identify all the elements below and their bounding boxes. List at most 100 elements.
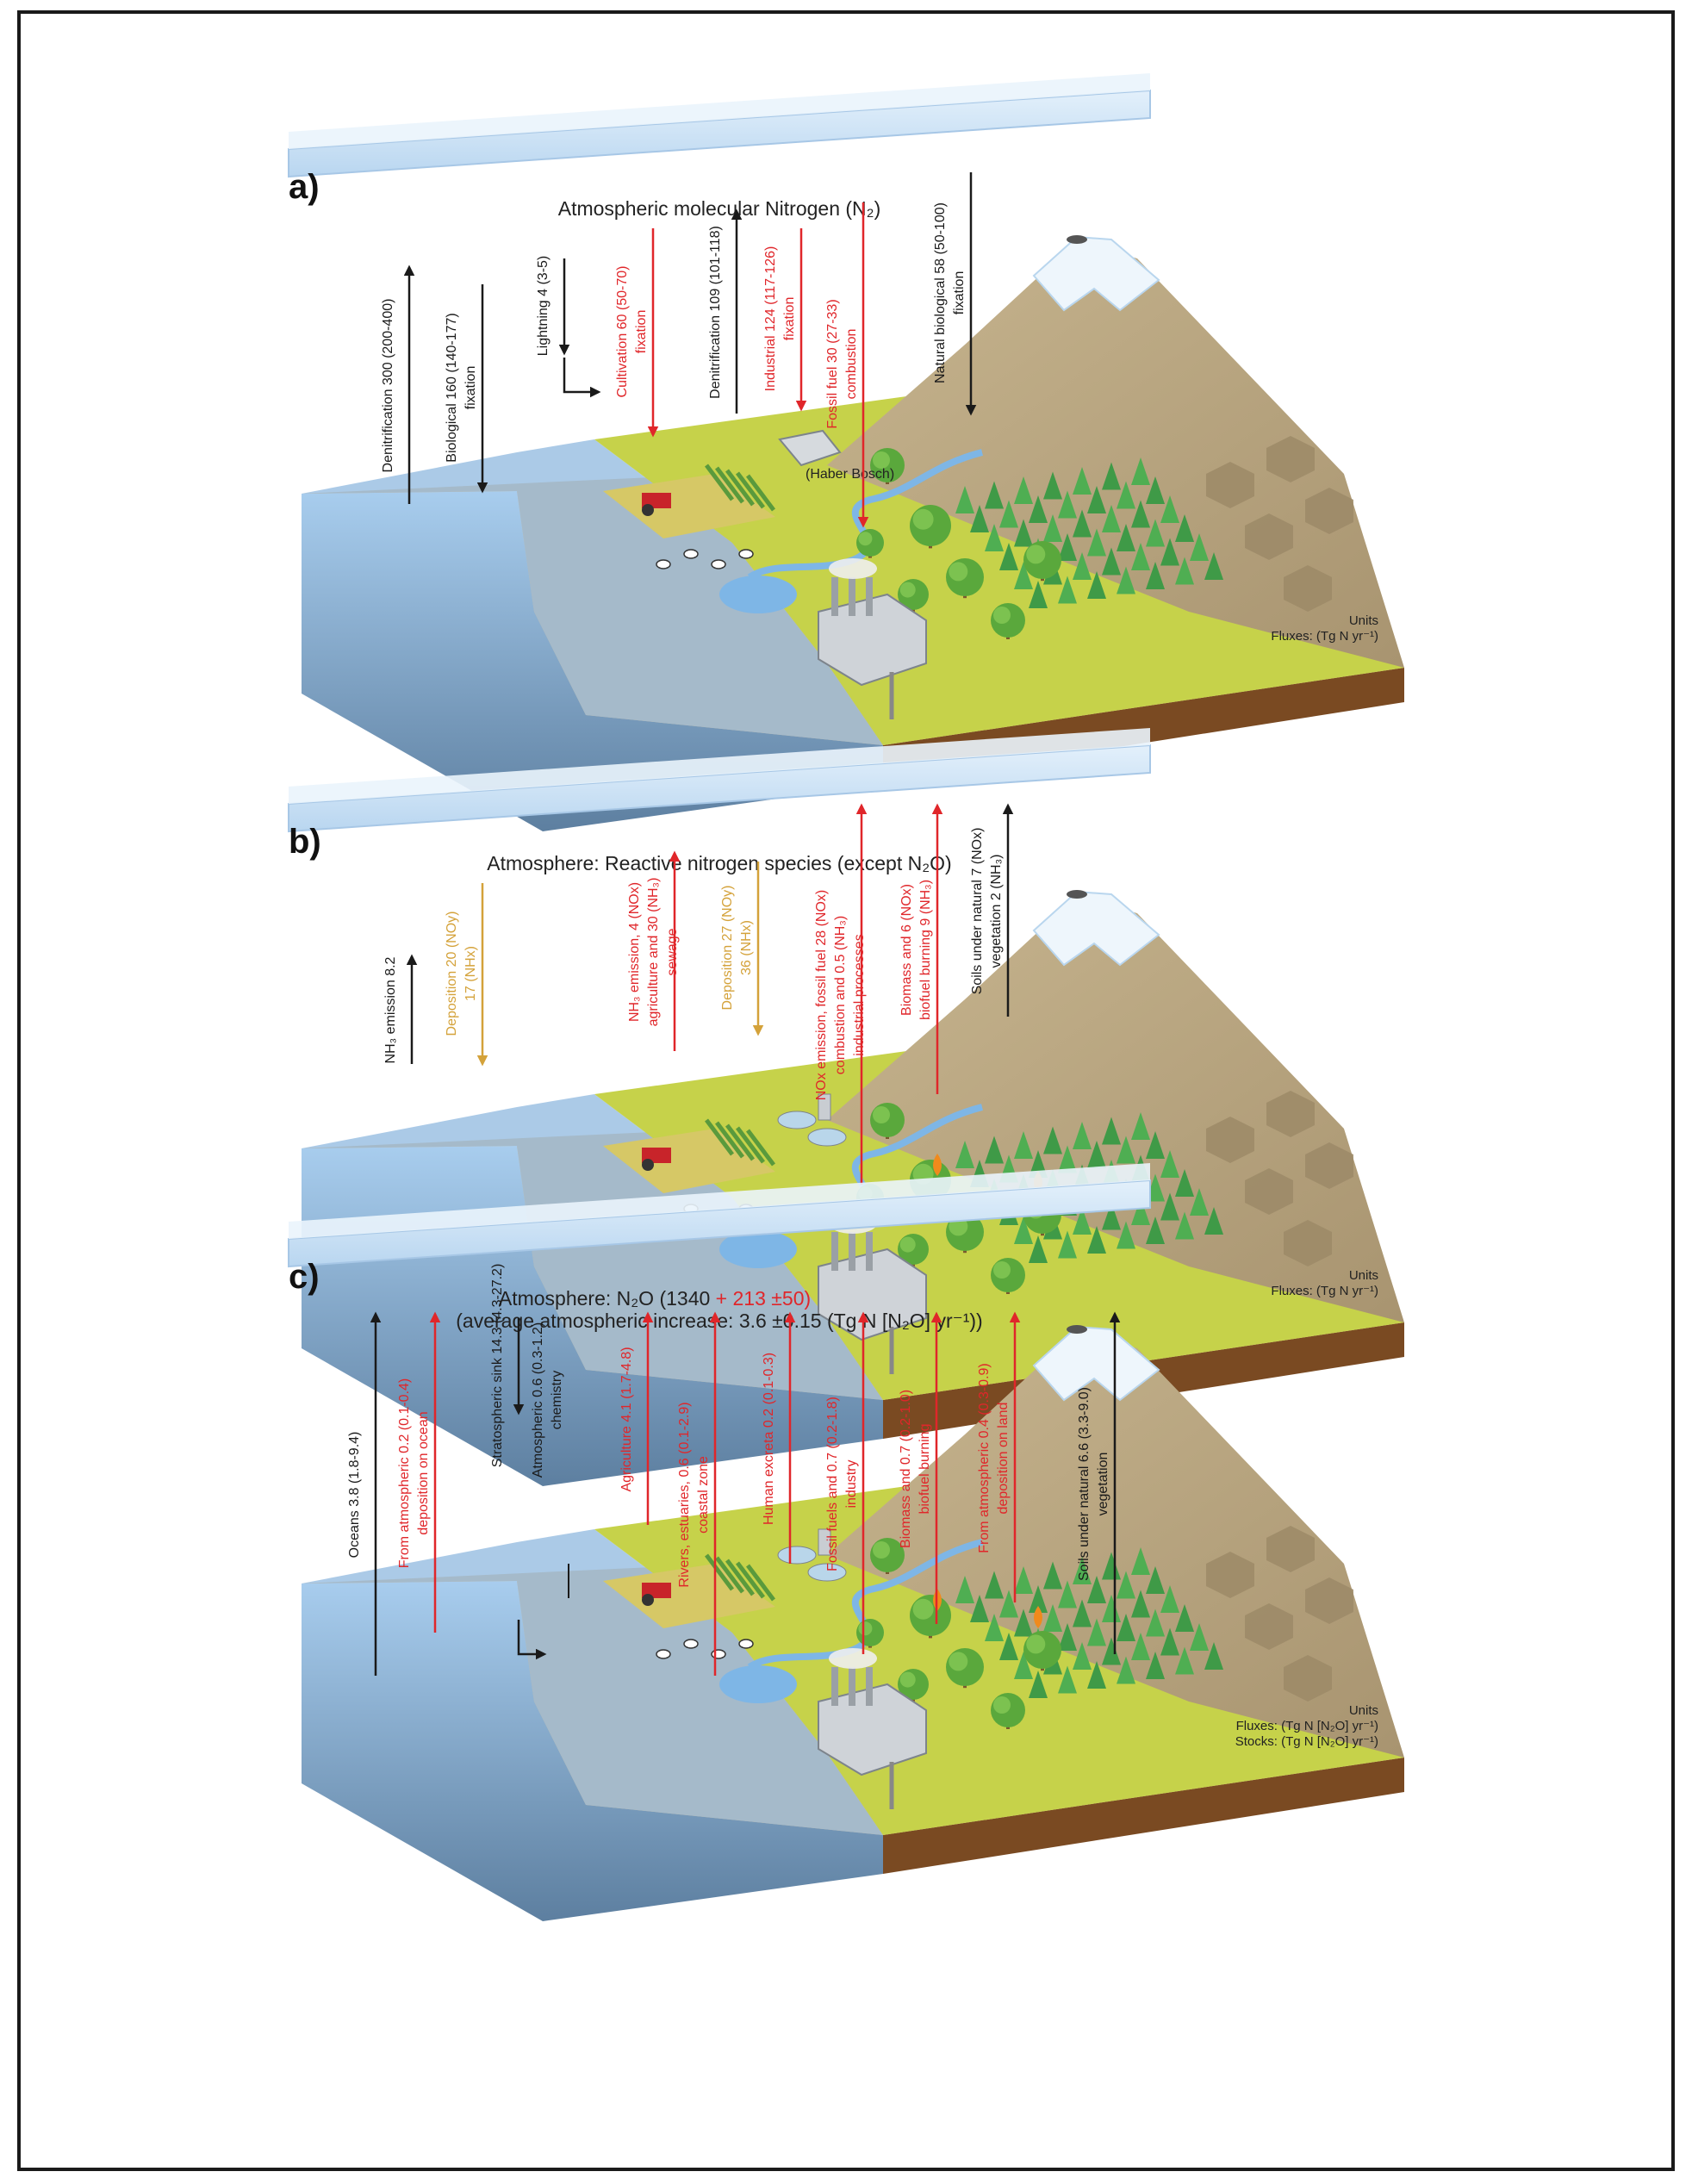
- flux-label-line: biofuel burning: [918, 1424, 932, 1515]
- atmosphere-title: Atmosphere: Reactive nitrogen species (e…: [487, 852, 951, 874]
- lake: [719, 576, 797, 613]
- haber-bosch-label: (Haber Bosch): [806, 467, 894, 482]
- flux-label-line: Agriculture 4.1 (1.7-4.8): [619, 1347, 634, 1491]
- lightning-arrow: [563, 358, 601, 398]
- atmosphere-title: Atmosphere: N₂O (1340 + 213 ±50): [499, 1287, 811, 1310]
- flux-label: Biomass and 0.7 (0.2-1.0)biofuel burning: [899, 1390, 932, 1548]
- flux-label-line: Atmospheric 0.6 (0.3-1.2): [531, 1322, 545, 1478]
- flux-label: Stratospheric sink 14.3 (4.3-27.2): [490, 1264, 505, 1468]
- field-patch: [1305, 1577, 1353, 1624]
- panel-letter: a): [289, 168, 320, 206]
- cow: [711, 559, 726, 569]
- figure-frame: [17, 10, 1675, 2171]
- flux-label: Lightning 4 (3-5): [536, 256, 551, 357]
- flux-label: NH₃ emission, 4 (NOx)agriculture and 30 …: [627, 878, 680, 1027]
- flux-label: NH₃ emission 8.2: [383, 956, 398, 1063]
- fire-icon: [933, 1154, 942, 1176]
- chimney: [849, 1667, 855, 1706]
- flux-label-line: deposition on land: [996, 1403, 1011, 1515]
- tractor-wheel: [642, 1159, 654, 1171]
- mountain: [827, 896, 1404, 1322]
- field-patch: [1206, 1117, 1254, 1163]
- field-patch: [1305, 1142, 1353, 1189]
- tractor-wheel: [642, 1594, 654, 1606]
- atmosphere-bar-top: [289, 728, 1150, 804]
- crop-row: [746, 1129, 775, 1167]
- units-line: Fluxes: (Tg N yr⁻¹): [1271, 1284, 1378, 1298]
- flux-label-line: 17 (NHx): [463, 946, 478, 1001]
- field-patch: [1266, 1091, 1315, 1137]
- flux-label-line: sewage: [665, 928, 680, 975]
- flux-label: Natural biological 58 (50-100) fixation: [933, 202, 967, 383]
- sewage-tank: [807, 1563, 847, 1582]
- cow: [738, 1639, 754, 1649]
- silo: [818, 1528, 831, 1556]
- field-patch: [1284, 565, 1332, 612]
- flux-label: Industrial 124 (117-126)fixation: [763, 246, 797, 392]
- panel-letter: c): [289, 1258, 320, 1296]
- flux-label-line: From atmospheric 0.2 (0.1-0.4): [397, 1378, 412, 1569]
- cow: [711, 1649, 726, 1659]
- crop-row: [715, 1556, 744, 1594]
- lake: [719, 1665, 797, 1703]
- atmosphere-bar-top: [289, 73, 1150, 149]
- flux-label: Soils under natural 6.6 (3.3-9.0)vegetat…: [1077, 1387, 1110, 1581]
- flux-label-line: vegetation: [1096, 1453, 1110, 1516]
- flux-label-line: Fossil fuels and 0.7 (0.2-1.8): [825, 1397, 840, 1571]
- lake: [719, 1230, 797, 1268]
- flux-label: Agriculture 4.1 (1.7-4.8): [619, 1347, 634, 1491]
- units-label: Units: [1349, 613, 1378, 628]
- flux-label: Human excreta 0.2 (0.1-0.3): [762, 1353, 776, 1525]
- flux-label-line: NOx emission, fossil fuel 28 (NOx): [814, 890, 829, 1101]
- field-patch: [1284, 1220, 1332, 1266]
- flux-label: Atmospheric 0.6 (0.3-1.2) chemistry: [531, 1322, 564, 1478]
- volcano-crater: [1067, 235, 1087, 244]
- crop-row: [705, 464, 734, 501]
- field-patch: [1266, 1526, 1315, 1572]
- flux-label-line: Natural biological 58 (50-100): [933, 202, 948, 383]
- units-label: Units: [1349, 1268, 1378, 1283]
- field-patch: [1245, 1603, 1293, 1650]
- flux-label-line: industry: [844, 1459, 859, 1508]
- flux-label: Biological 160 (140-177)fixation: [445, 313, 478, 462]
- flux-label-line: Lightning 4 (3-5): [536, 256, 551, 357]
- flux-label-line: fixation: [952, 271, 967, 315]
- ocean-block: [302, 491, 883, 831]
- haber-bosch-plant: [778, 429, 842, 467]
- smoke: [829, 1648, 877, 1669]
- chimney: [866, 577, 873, 616]
- flux-label-line: Rivers, estuaries, 0.6 (0.1-2.9): [677, 1402, 692, 1587]
- flux-label-line: vegetation 2 (NH₃): [989, 855, 1004, 968]
- flux-label-line: combustion: [844, 329, 859, 400]
- crop-row: [725, 1559, 755, 1596]
- crop-row: [746, 1564, 775, 1602]
- field-patch: [1206, 462, 1254, 508]
- field-patch: [1245, 513, 1293, 560]
- flux-label: Fossil fuels and 0.7 (0.2-1.8) industry: [825, 1397, 859, 1571]
- flux-label-line: fixation: [634, 310, 649, 354]
- flux-label-line: Biomass and 6 (NOx): [899, 884, 914, 1016]
- cow: [738, 549, 754, 559]
- field-patch: [1206, 1552, 1254, 1598]
- flux-label-line: deposition on ocean: [416, 1411, 431, 1534]
- flux-label-line: Denitrification 109 (101-118): [708, 226, 723, 399]
- crop-row: [715, 1121, 744, 1159]
- crop-row: [736, 471, 765, 509]
- flux-label-line: NH₃ emission, 4 (NOx): [627, 882, 642, 1022]
- flux-label-line: Deposition 20 (NOy): [445, 912, 459, 1036]
- flux-label-line: Denitrification 300 (200-400): [381, 299, 395, 473]
- flux-label: Rivers, estuaries, 0.6 (0.1-2.9)coastal …: [677, 1402, 711, 1587]
- crop-row: [725, 469, 755, 507]
- sewage-tank: [777, 1111, 817, 1129]
- sewage-tank: [777, 1546, 817, 1565]
- flux-label: NOx emission, fossil fuel 28 (NOx)combus…: [814, 890, 867, 1101]
- flux-label: Deposition 20 (NOy) 17 (NHx): [445, 912, 478, 1036]
- chimney: [849, 577, 855, 616]
- tractor-wheel: [642, 504, 654, 516]
- flux-label-line: chemistry: [550, 1371, 564, 1429]
- chimney: [866, 1232, 873, 1271]
- flux-label-line: NH₃ emission 8.2: [383, 956, 398, 1063]
- sewage-tank: [807, 1128, 847, 1147]
- volcano-crater: [1067, 890, 1087, 899]
